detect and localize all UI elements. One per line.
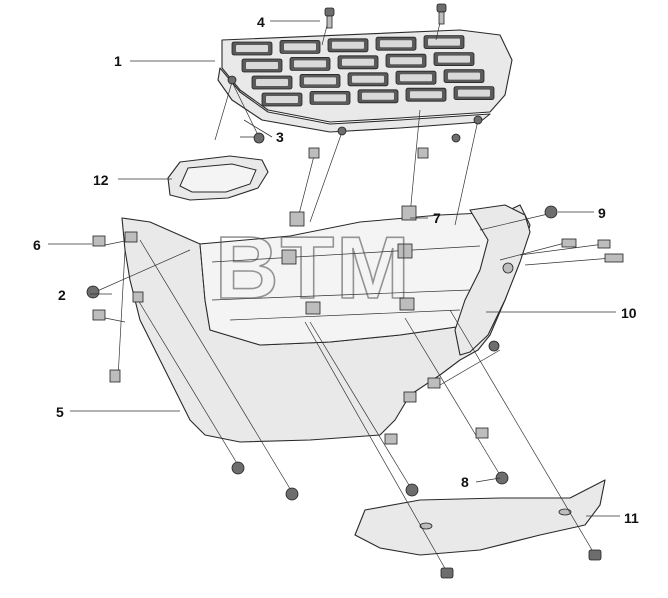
assembly-lines: [94, 13, 613, 573]
grille-cell-inner: [314, 94, 346, 102]
grille-cells: [231, 35, 495, 107]
grille-cell-inner: [362, 92, 394, 100]
callout-6: 6: [33, 237, 41, 253]
grille-cell-inner: [284, 43, 316, 51]
leader-lines: [48, 20, 620, 517]
callout-10: 10: [621, 305, 637, 321]
grille-cell-inner: [256, 79, 288, 86]
grille-cell-inner: [304, 77, 336, 85]
grille-cell-inner: [410, 91, 442, 99]
grille-cell-inner: [266, 96, 298, 103]
callout-3: 3: [276, 129, 284, 145]
callout-7: 7: [433, 210, 441, 226]
grille-cell-inner: [448, 72, 480, 80]
part-12-lens: [167, 155, 269, 201]
callout-5: 5: [56, 404, 64, 420]
grille-cell-inner: [400, 74, 432, 82]
callout-9: 9: [598, 205, 606, 221]
part-11-trim-strip: [354, 479, 606, 556]
grille-cell-inner: [380, 40, 412, 48]
grille-cell-inner: [438, 55, 470, 63]
grille-cell-inner: [294, 60, 326, 68]
grille-cell-inner: [428, 38, 460, 46]
callout-labels: 1 2 3 4 5 6 7 8 9 10 11 12: [33, 14, 639, 526]
grille-cell-inner: [236, 45, 268, 52]
callout-1: 1: [114, 53, 122, 69]
fasteners: [86, 3, 624, 579]
grille-cell-inner: [332, 41, 364, 49]
grille-cell-inner: [352, 75, 384, 83]
callout-2: 2: [58, 287, 66, 303]
grille-cell-inner: [342, 58, 374, 66]
callout-12: 12: [93, 172, 109, 188]
callout-8: 8: [461, 474, 469, 490]
grille-cell-inner: [390, 57, 422, 65]
grille-cell-inner: [458, 89, 490, 97]
part-10-side-cover: [454, 204, 531, 356]
grille-cell-inner: [246, 62, 278, 69]
part-1-grille: [217, 29, 513, 133]
callout-11: 11: [624, 510, 639, 526]
watermark-logo: BTM: [215, 218, 412, 317]
callout-4: 4: [257, 14, 265, 30]
